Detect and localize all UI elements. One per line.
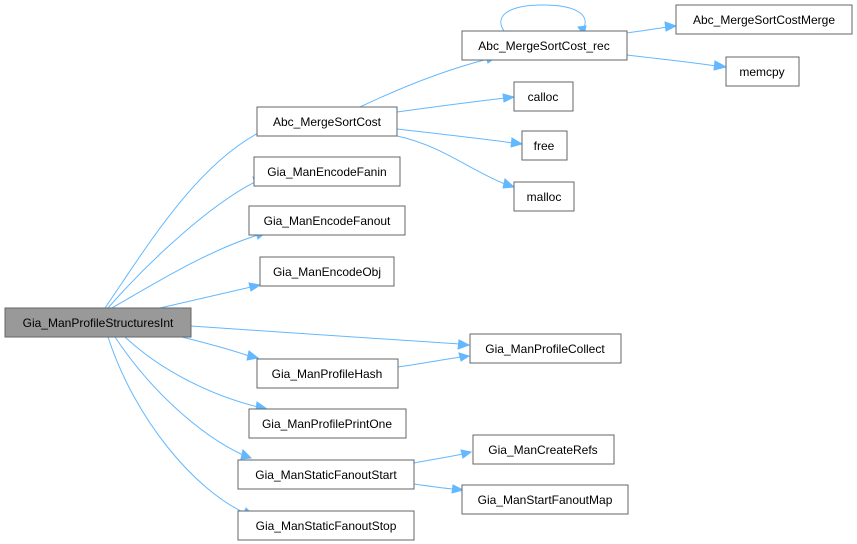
edge-rec-to-abc-mergesortcostmerge bbox=[626, 21, 678, 34]
edge-root-to-encodeobj bbox=[159, 282, 262, 309]
edge-root-to-staticfanoutstop bbox=[107, 336, 256, 517]
edge-abc-mergesortcost-to-free bbox=[396, 128, 524, 148]
edge-staticfanoutstart-to-createrefs bbox=[413, 449, 473, 464]
node-label: Gia_ManProfileStructuresInt bbox=[23, 316, 174, 330]
edge-root-to-encodefanout bbox=[111, 229, 268, 309]
node-label: Gia_ManStartFanoutMap bbox=[478, 493, 613, 507]
node-gia-manprofilehash[interactable]: Gia_ManProfileHash bbox=[256, 358, 399, 389]
edge-profilehash-to-profilecollect bbox=[397, 352, 471, 368]
node-gia-manstartfanoutmap[interactable]: Gia_ManStartFanoutMap bbox=[461, 484, 629, 515]
node-gia-mancreaterefs[interactable]: Gia_ManCreateRefs bbox=[472, 434, 615, 465]
node-label: Abc_MergeSortCostMerge bbox=[693, 13, 835, 27]
node-label: Gia_ManProfileHash bbox=[272, 367, 383, 381]
edge-staticfanoutstart-to-startfanoutmap bbox=[413, 483, 465, 494]
node-free[interactable]: free bbox=[521, 130, 568, 161]
node-gia-manencodefanin[interactable]: Gia_ManEncodeFanin bbox=[253, 156, 401, 187]
node-gia-manstaticfanoutstop[interactable]: Gia_ManStaticFanoutStop bbox=[237, 510, 415, 541]
node-label: Gia_ManStaticFanoutStart bbox=[255, 468, 397, 482]
node-label: malloc bbox=[527, 190, 562, 204]
node-gia-manprofilecollect[interactable]: Gia_ManProfileCollect bbox=[469, 333, 622, 364]
node-malloc[interactable]: malloc bbox=[513, 181, 575, 212]
node-label: Gia_ManCreateRefs bbox=[488, 443, 597, 457]
node-calloc[interactable]: calloc bbox=[513, 81, 574, 112]
edge-abc-mergesortcost-to-malloc bbox=[396, 135, 516, 189]
node-label: memcpy bbox=[739, 65, 784, 79]
node-gia-manencodefanout[interactable]: Gia_ManEncodeFanout bbox=[248, 205, 406, 236]
node-memcpy[interactable]: memcpy bbox=[725, 56, 800, 87]
node-label: Gia_ManEncodeFanout bbox=[264, 214, 391, 228]
edge-abc-mergesortcost-to-calloc bbox=[396, 93, 516, 113]
edge-root-to-abc-mergesortcost bbox=[104, 125, 272, 309]
node-label: Gia_ManProfileCollect bbox=[485, 342, 605, 356]
node-label: calloc bbox=[528, 90, 559, 104]
node-label: Abc_MergeSortCost bbox=[273, 115, 382, 129]
edge-root-to-profileprintone bbox=[124, 336, 269, 412]
edge-root-to-staticfanoutstart bbox=[114, 336, 253, 460]
node-label: Gia_ManEncodeObj bbox=[273, 265, 381, 279]
node-label: Gia_ManProfilePrintOne bbox=[262, 417, 392, 431]
edge-root-to-profilehash bbox=[177, 335, 260, 361]
edge-rec-to-memcpy bbox=[626, 54, 728, 71]
node-gia-manencodeobj[interactable]: Gia_ManEncodeObj bbox=[259, 256, 395, 287]
edge-root-to-encodefanin bbox=[107, 176, 265, 309]
edge-abc-mergesortcost-to-rec bbox=[359, 53, 498, 108]
node-abc-mergesortcost-rec[interactable]: Abc_MergeSortCost_rec bbox=[461, 30, 628, 61]
node-gia-manstaticfanoutstart[interactable]: Gia_ManStaticFanoutStart bbox=[237, 459, 415, 490]
node-label: free bbox=[534, 139, 555, 153]
node-label: Gia_ManEncodeFanin bbox=[267, 165, 386, 179]
node-label: Gia_ManStaticFanoutStop bbox=[256, 519, 397, 533]
node-gia-manprofileprintone[interactable]: Gia_ManProfilePrintOne bbox=[248, 408, 407, 439]
edge-root-to-profilecollect bbox=[190, 325, 471, 350]
node-abc-mergesortcostmerge[interactable]: Abc_MergeSortCostMerge bbox=[675, 4, 853, 35]
node-label: Abc_MergeSortCost_rec bbox=[478, 39, 609, 53]
node-abc-mergesortcost[interactable]: Abc_MergeSortCost bbox=[256, 106, 398, 137]
node-gia-manprofilestructuresint[interactable]: Gia_ManProfileStructuresInt bbox=[4, 307, 192, 338]
